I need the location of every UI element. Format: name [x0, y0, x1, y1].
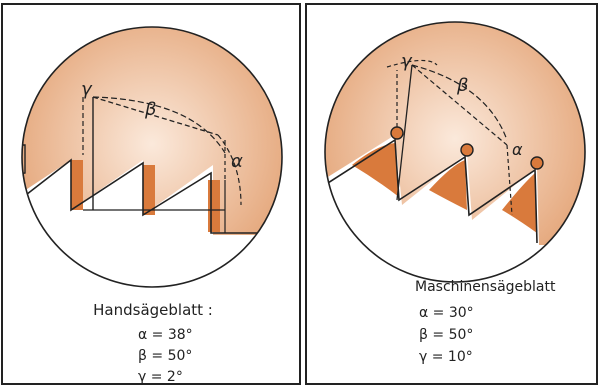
- tooth-face: [352, 143, 399, 197]
- angle-alpha-value: α = 30°: [419, 305, 474, 321]
- gamma-label: γ: [81, 79, 93, 100]
- angle-alpha-value: α = 38°: [138, 327, 193, 343]
- machine-saw-title: Maschinensägeblatt: [415, 279, 556, 295]
- beta-label: β: [144, 99, 157, 120]
- hand-saw-panel: γ β α Handsägeblatt : α = 38° β = 50° γ …: [1, 3, 301, 385]
- machine-saw-panel: γ β α Maschinensägeblatt α = 30° β = 50°…: [305, 3, 598, 385]
- alpha-label: α: [512, 140, 523, 159]
- tooth-face: [71, 160, 83, 210]
- beta-label: β: [456, 75, 469, 96]
- hand-saw-title: Handsägeblatt :: [93, 301, 213, 319]
- tooth-face: [208, 180, 220, 232]
- tooth-face: [502, 173, 537, 233]
- tooth-face: [429, 160, 467, 210]
- tooth-face: [143, 165, 155, 215]
- hand-saw-diagram: γ β α Handsägeblatt : α = 38° β = 50° γ …: [21, 26, 283, 385]
- angle-gamma-value: γ = 2°: [138, 369, 183, 385]
- angle-gamma-value: γ = 10°: [419, 349, 473, 365]
- angle-beta-value: β = 50°: [138, 348, 192, 364]
- angle-beta-value: β = 50°: [419, 327, 473, 343]
- gamma-label: γ: [401, 51, 413, 72]
- alpha-label: α: [231, 151, 243, 172]
- machine-saw-diagram: γ β α Maschinensägeblatt α = 30° β = 50°…: [324, 21, 586, 365]
